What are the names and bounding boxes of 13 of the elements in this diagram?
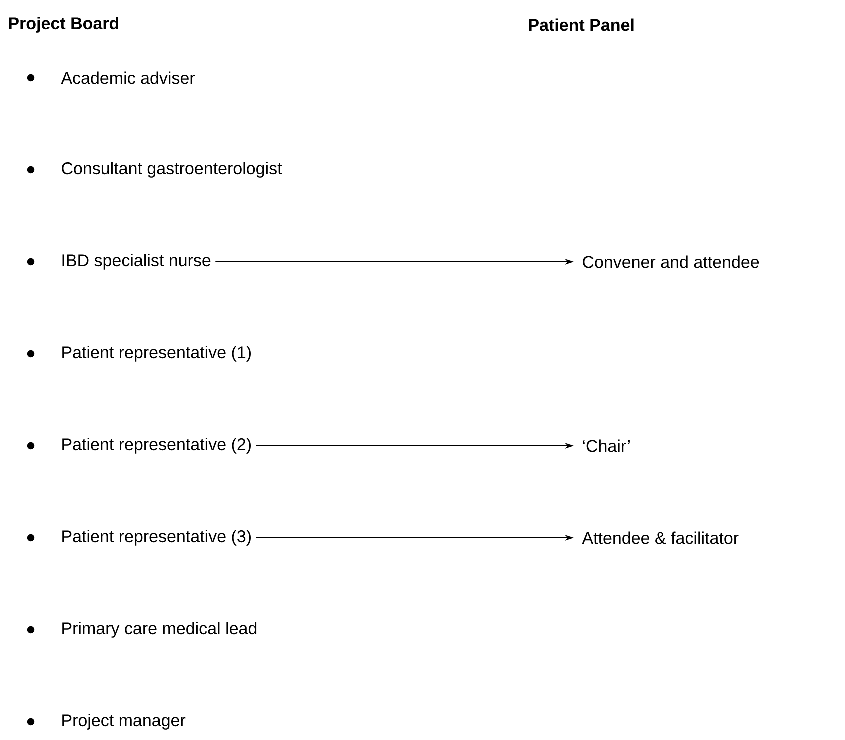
list-item: Primary care medical lead bbox=[62, 622, 257, 638]
list-item: Attendee & facilitator bbox=[582, 532, 739, 544]
list-item: Project manager bbox=[62, 714, 186, 730]
list-item: ‘Chair’ bbox=[583, 440, 630, 452]
heading: Project Board bbox=[9, 17, 119, 33]
heading: Patient Panel bbox=[529, 18, 634, 32]
list-item: Academic adviser bbox=[61, 72, 196, 84]
list-item: Patient representative (3) bbox=[62, 530, 251, 546]
list-item: Consultant gastroenterologist bbox=[62, 162, 282, 178]
list-item: Convener and attendee bbox=[583, 256, 760, 268]
list-item: Patient representative (2) bbox=[62, 438, 251, 454]
list-item: Patient representative (1) bbox=[62, 346, 251, 362]
list-item: IBD specialist nurse bbox=[62, 254, 211, 270]
